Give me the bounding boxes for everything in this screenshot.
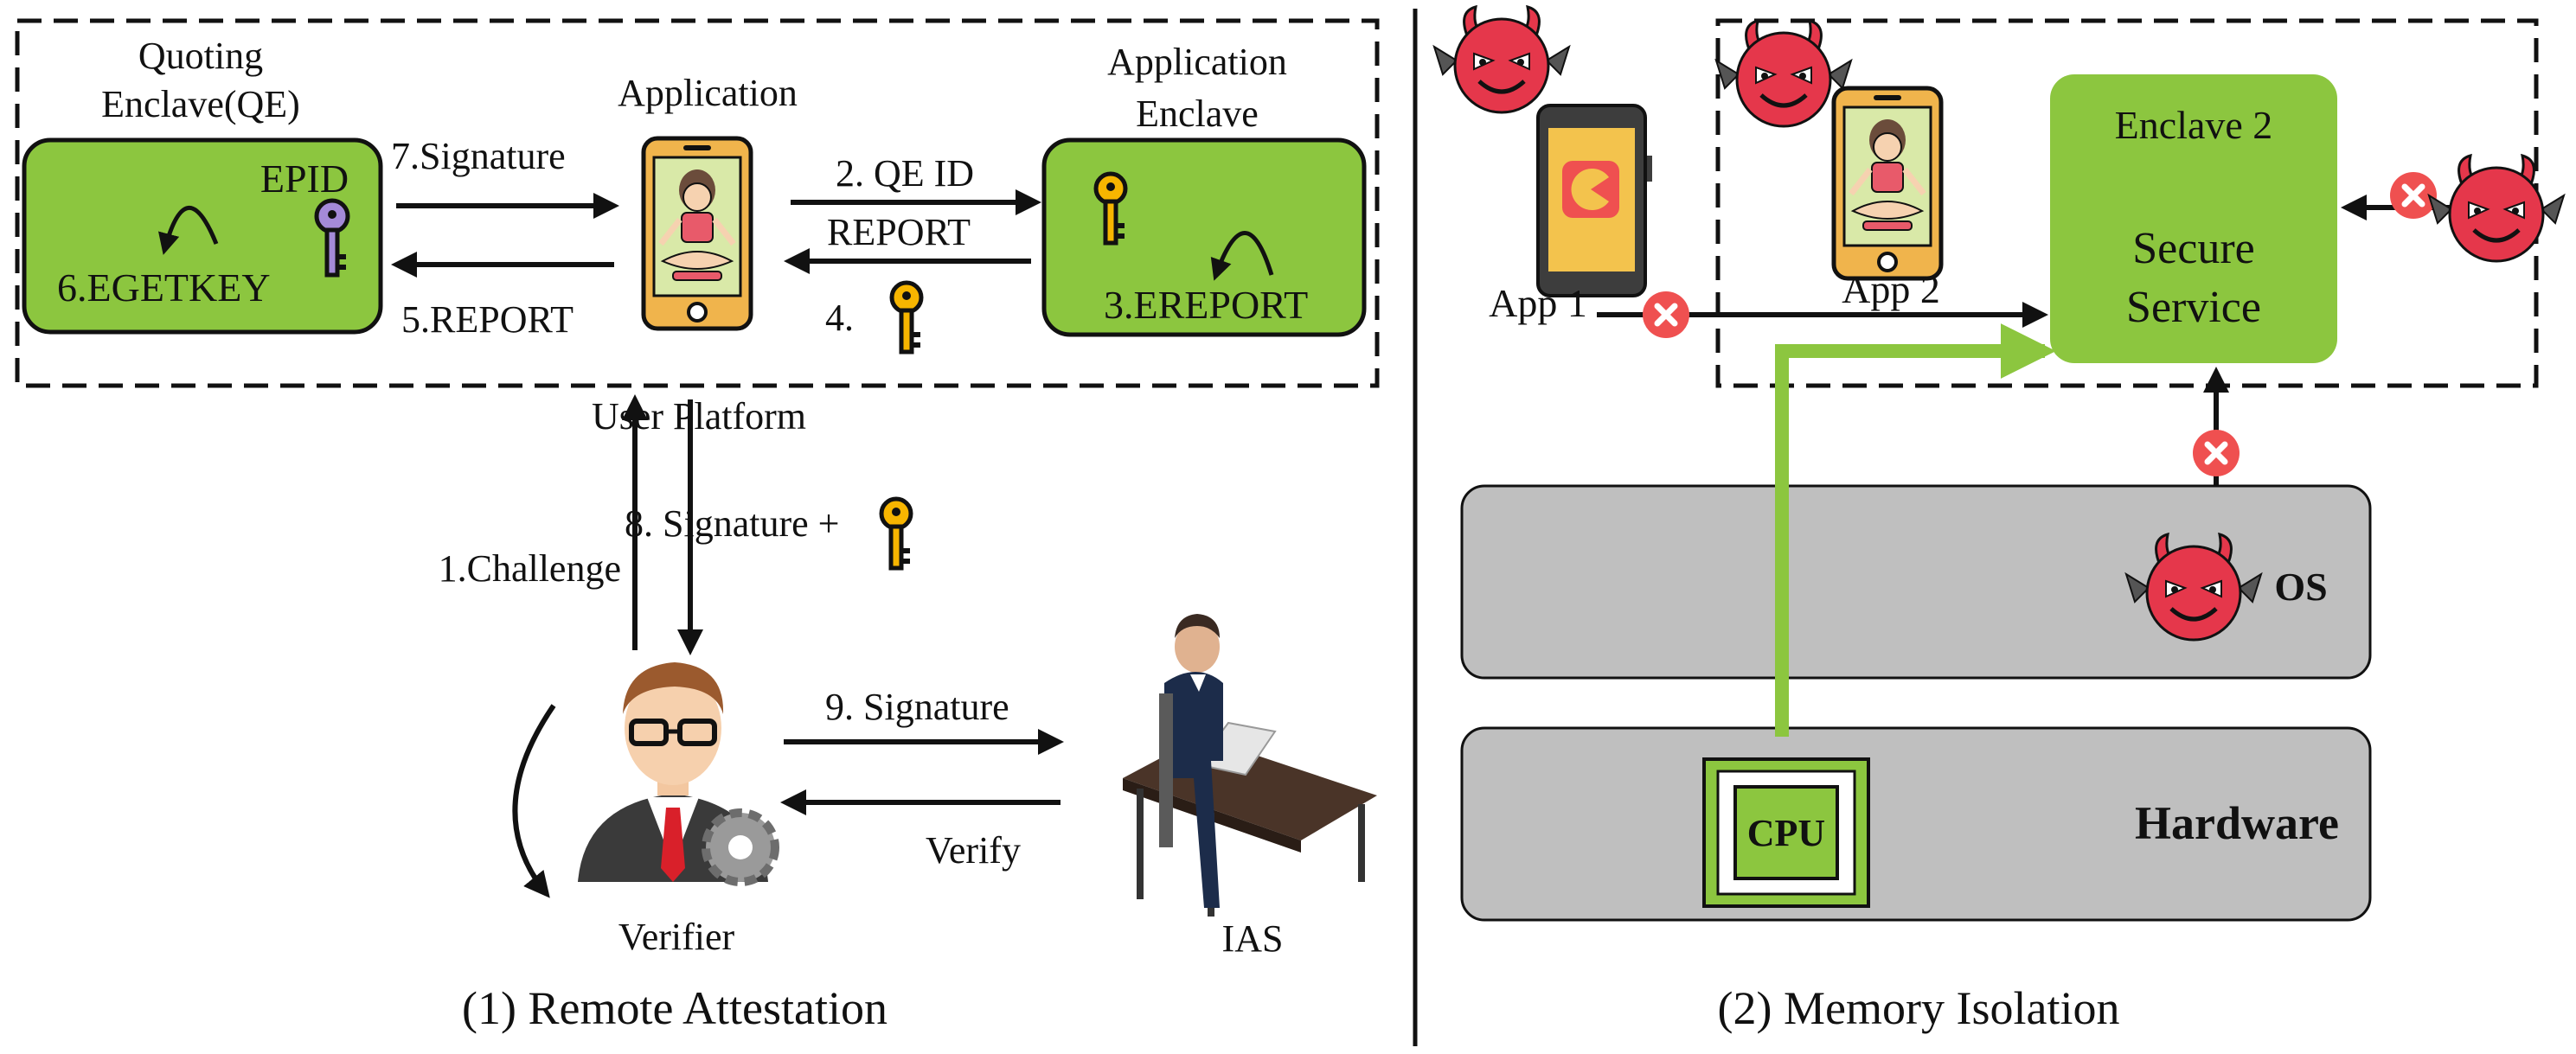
verifier-loop-arrow xyxy=(512,704,556,898)
app1-label: App 1 xyxy=(1489,281,1587,325)
challenge-label: 1.Challenge xyxy=(439,547,621,590)
attacker-devil-icon-3 xyxy=(2429,156,2564,261)
secure-path-arrow xyxy=(1775,323,2056,737)
app-enclave-title-line1: Application xyxy=(1107,41,1287,83)
egetkey-step-label: 6.EGETKEY xyxy=(57,265,271,310)
enclave2-title: Enclave 2 xyxy=(2115,103,2273,147)
ias-icon xyxy=(1123,614,1377,917)
verifier-icon xyxy=(578,662,779,886)
attacker-devil-icon-2 xyxy=(1716,21,1851,126)
qe-id-label: 2. QE ID xyxy=(836,152,974,195)
hardware-label: Hardware xyxy=(2135,797,2339,849)
signature-to-ias-label: 9. Signature xyxy=(825,686,1009,728)
user-platform-boundary xyxy=(15,18,1380,388)
qe-title-line1: Quoting xyxy=(138,35,263,77)
signature-key-icon xyxy=(881,499,911,568)
app-enclave-title-line2: Enclave xyxy=(1136,93,1259,135)
report-to-qe-label: 5.REPORT xyxy=(401,298,574,341)
cpu-chip-icon xyxy=(1702,757,1870,908)
ereport-step-label: 3.EREPORT xyxy=(1104,283,1308,327)
secure-service-line1: Secure xyxy=(2132,224,2254,273)
signature-key-label: 8. Signature + xyxy=(625,502,839,545)
cpu-label: CPU xyxy=(1747,812,1825,854)
verify-label: Verify xyxy=(926,829,1021,872)
app2-phone-icon xyxy=(1834,88,1941,278)
key-step-icon xyxy=(892,283,921,352)
os-block-icon xyxy=(2193,430,2240,476)
secure-service-line2: Service xyxy=(2126,283,2261,332)
application-phone-icon xyxy=(644,138,751,329)
signature-step-label: 7.Signature xyxy=(391,135,566,177)
attacker-devil-icon-1 xyxy=(1434,7,1569,112)
epid-label: EPID xyxy=(260,157,349,201)
verifier-label: Verifier xyxy=(618,916,735,958)
os-layer xyxy=(1460,484,2372,680)
ias-label: IAS xyxy=(1222,917,1284,960)
app1-block-icon xyxy=(1643,291,1689,338)
right-panel-caption: (2) Memory Isolation xyxy=(1718,982,2120,1034)
application-label: Application xyxy=(618,72,798,114)
user-platform-label: User Platform xyxy=(592,395,806,438)
enclave2-box xyxy=(2050,74,2337,363)
left-panel-caption: (1) Remote Attestation xyxy=(462,982,888,1034)
key-step-label: 4. xyxy=(825,297,854,339)
report-label: REPORT xyxy=(827,211,971,253)
app2-label: App 2 xyxy=(1842,267,1940,311)
app1-phone-icon xyxy=(1536,104,1652,297)
qe-title-line2: Enclave(QE) xyxy=(101,83,300,125)
ereport-loop-arrow xyxy=(1210,231,1274,281)
egetkey-loop-arrow xyxy=(158,205,219,255)
os-label: OS xyxy=(2274,565,2327,609)
hardware-layer xyxy=(1460,726,2372,922)
quoting-enclave-box xyxy=(22,137,383,335)
